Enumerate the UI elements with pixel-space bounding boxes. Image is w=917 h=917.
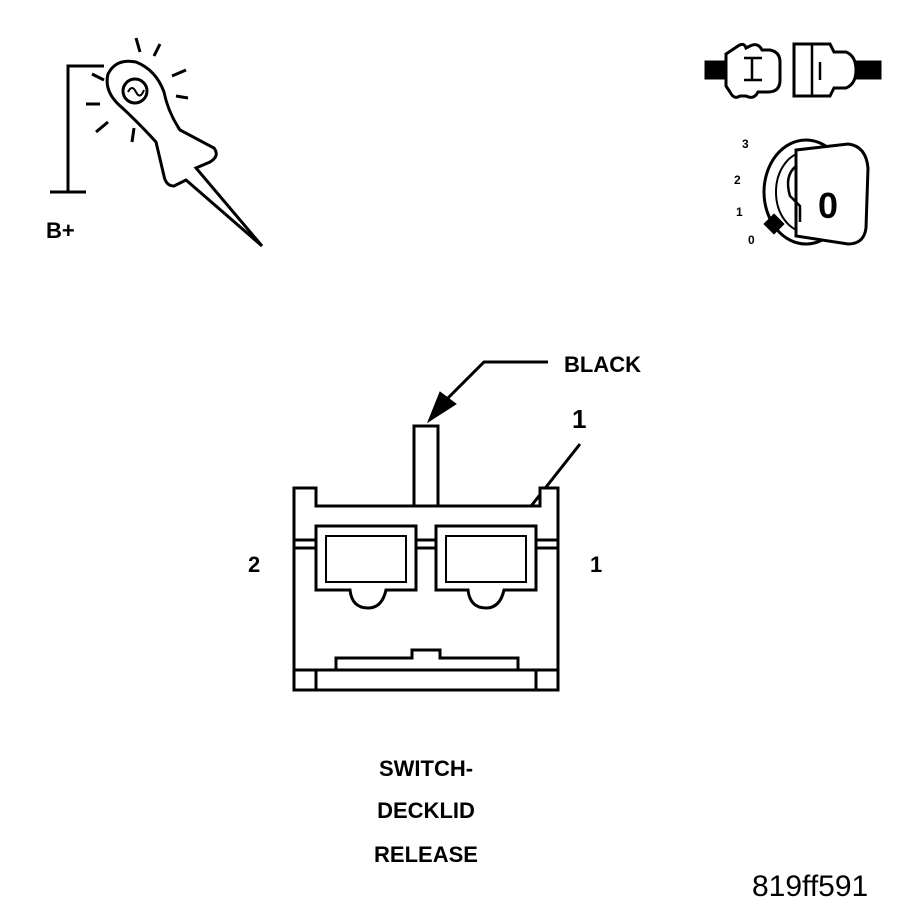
test-light-probe-icon: [50, 37, 264, 248]
pin-label-right: 1: [590, 552, 602, 577]
probe-bulb: [121, 77, 149, 105]
pin-cavity-1: [434, 524, 538, 610]
connector-disconnect-icon: [704, 42, 882, 99]
wire-color-label: BLACK: [564, 352, 641, 377]
black-wire: [412, 424, 440, 508]
ignition-position-0: 0: [748, 233, 755, 247]
supply-label: B+: [46, 218, 75, 243]
ignition-position-2: 2: [734, 173, 741, 187]
probe-glow-rays: [86, 37, 189, 143]
figure-id: 819ff591: [752, 870, 868, 903]
ignition-key-label: 0: [818, 185, 838, 226]
pin-label-left: 2: [248, 552, 260, 577]
pin-cavity-2: [314, 524, 418, 610]
caption-line-2: DECKLID: [377, 798, 475, 823]
wire-color-callout-arrow: [426, 360, 548, 424]
ignition-key-icon: [762, 138, 870, 246]
ignition-position-1: 1: [736, 205, 743, 219]
ignition-position-marker: [763, 213, 785, 235]
callout-number: 1: [572, 404, 586, 434]
caption-line-3: RELEASE: [374, 842, 478, 867]
probe-lead-wire: [66, 64, 104, 192]
caption-line-1: SWITCH-: [379, 756, 473, 781]
ignition-position-3: 3: [742, 137, 749, 151]
